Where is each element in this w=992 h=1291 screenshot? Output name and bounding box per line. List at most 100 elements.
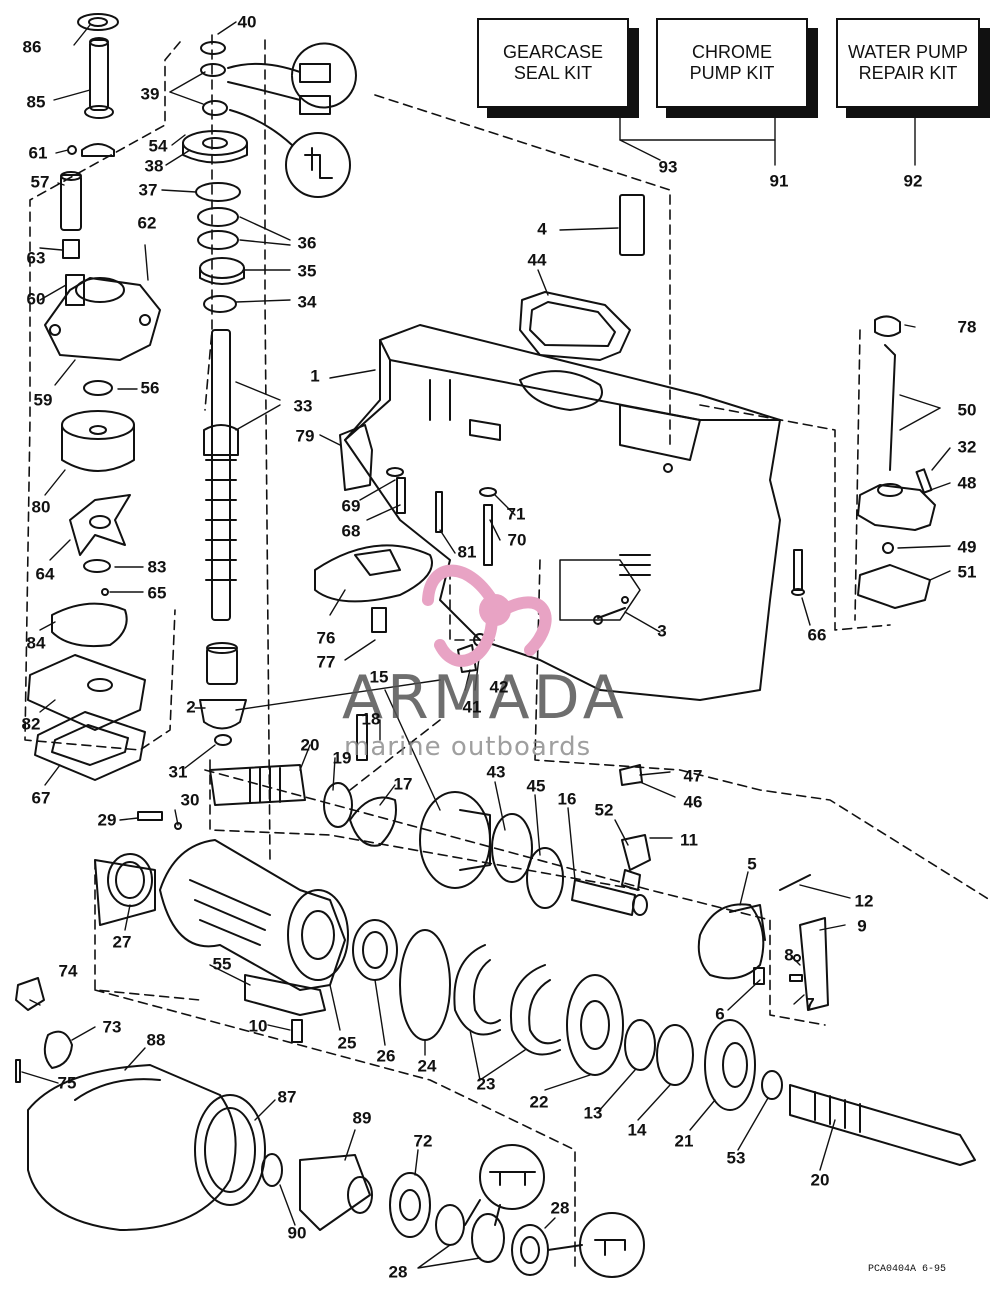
- part-label: 13: [583, 1103, 603, 1123]
- dashed-boundaries: [24, 34, 991, 1271]
- part-label: 85: [26, 92, 46, 112]
- part-label: 34: [297, 292, 317, 312]
- part-label: 92: [903, 171, 923, 191]
- part-label: 77: [316, 652, 336, 672]
- drive-shaft-column: [182, 41, 248, 746]
- part-label: 54: [148, 136, 168, 156]
- gear-train-upper: [209, 714, 829, 1011]
- watermark-brand-name: ARMADA: [342, 663, 628, 733]
- part-label: 84: [26, 633, 46, 653]
- part-label: 86: [22, 37, 42, 57]
- part-label: 74: [58, 961, 78, 981]
- housing-hardware: [314, 194, 805, 786]
- part-label: 1: [310, 366, 320, 386]
- part-label: 37: [138, 180, 158, 200]
- part-label: 6: [715, 1004, 725, 1024]
- part-label: 25: [337, 1033, 357, 1053]
- part-label: 79: [295, 426, 315, 446]
- part-label: 82: [21, 714, 41, 734]
- part-label: 59: [33, 390, 53, 410]
- part-label: 75: [57, 1073, 77, 1093]
- part-label: 9: [857, 916, 867, 936]
- part-label: 20: [810, 1170, 830, 1190]
- shift-linkage-parts: [857, 315, 936, 609]
- part-label: 87: [277, 1087, 297, 1107]
- part-label: 48: [957, 473, 977, 493]
- part-label: 26: [376, 1046, 396, 1066]
- part-label: 80: [31, 497, 51, 517]
- part-label: 78: [957, 317, 977, 337]
- part-label: 38: [144, 156, 164, 176]
- part-label: 21: [674, 1131, 694, 1151]
- part-label: 69: [341, 496, 361, 516]
- part-label: 46: [683, 792, 703, 812]
- part-label: 19: [332, 748, 352, 768]
- part-label: 71: [506, 504, 526, 524]
- gearcase-seal-kit-box: GEARCASE SEAL KIT: [477, 18, 629, 108]
- part-label: 20: [300, 735, 320, 755]
- part-label: 49: [957, 537, 977, 557]
- part-label: 67: [31, 788, 51, 808]
- part-label: 23: [476, 1074, 496, 1094]
- part-label: 66: [807, 625, 827, 645]
- part-label: 16: [557, 789, 577, 809]
- part-label: 50: [957, 400, 977, 420]
- part-label: 29: [97, 810, 117, 830]
- part-label: 2: [186, 697, 196, 717]
- part-label: 47: [683, 766, 703, 786]
- gearcase-housing: [344, 324, 781, 701]
- part-label: 33: [293, 396, 313, 416]
- part-label: 36: [297, 233, 317, 253]
- part-label: 73: [102, 1017, 122, 1037]
- part-label: 31: [168, 762, 188, 782]
- part-label: 60: [26, 289, 46, 309]
- part-label: 65: [147, 583, 167, 603]
- part-label: 10: [248, 1016, 268, 1036]
- part-label: 28: [550, 1198, 570, 1218]
- part-label: 91: [769, 171, 789, 191]
- part-label: 88: [146, 1030, 166, 1050]
- part-label: 72: [413, 1131, 433, 1151]
- part-label: 8: [784, 945, 794, 965]
- part-label: 61: [28, 143, 48, 163]
- part-label: 53: [726, 1148, 746, 1168]
- watermark-tagline: marine outboards: [344, 732, 592, 762]
- part-label: 5: [747, 854, 757, 874]
- part-label: 43: [486, 762, 506, 782]
- leader-lines: [21, 21, 951, 1269]
- part-label: 55: [212, 954, 232, 974]
- part-label: 52: [594, 800, 614, 820]
- part-label: 70: [507, 530, 527, 550]
- part-label: 63: [26, 248, 46, 268]
- part-label: 40: [237, 12, 257, 32]
- part-label: 28: [388, 1262, 408, 1282]
- part-label: 56: [140, 378, 160, 398]
- part-label: 57: [30, 172, 50, 192]
- armada-logo-mark: [422, 564, 552, 667]
- part-label: 35: [297, 261, 317, 281]
- pump-housing-parts: [27, 13, 161, 781]
- part-label: 76: [316, 628, 336, 648]
- part-label: 12: [854, 891, 874, 911]
- seal-callouts: [227, 42, 357, 198]
- part-label: 14: [627, 1120, 647, 1140]
- part-label: 4: [537, 219, 547, 239]
- part-label: 51: [957, 562, 977, 582]
- part-label: 89: [352, 1108, 372, 1128]
- part-label: 42: [489, 677, 509, 697]
- water-pump-repair-kit-box: WATER PUMP REPAIR KIT: [836, 18, 980, 108]
- part-label: 24: [417, 1056, 437, 1076]
- part-label: 41: [462, 697, 482, 717]
- water-pump-repair-kit-label: WATER PUMP REPAIR KIT: [848, 42, 968, 83]
- part-label: 93: [658, 157, 678, 177]
- part-label: 64: [35, 564, 55, 584]
- part-label: 68: [341, 521, 361, 541]
- part-label: 11: [680, 830, 698, 850]
- part-label: 27: [112, 932, 132, 952]
- part-label: 18: [361, 709, 381, 729]
- part-label: 81: [457, 542, 477, 562]
- figure-code: PCA0404A 6-95: [868, 1264, 947, 1275]
- part-label: 83: [147, 557, 167, 577]
